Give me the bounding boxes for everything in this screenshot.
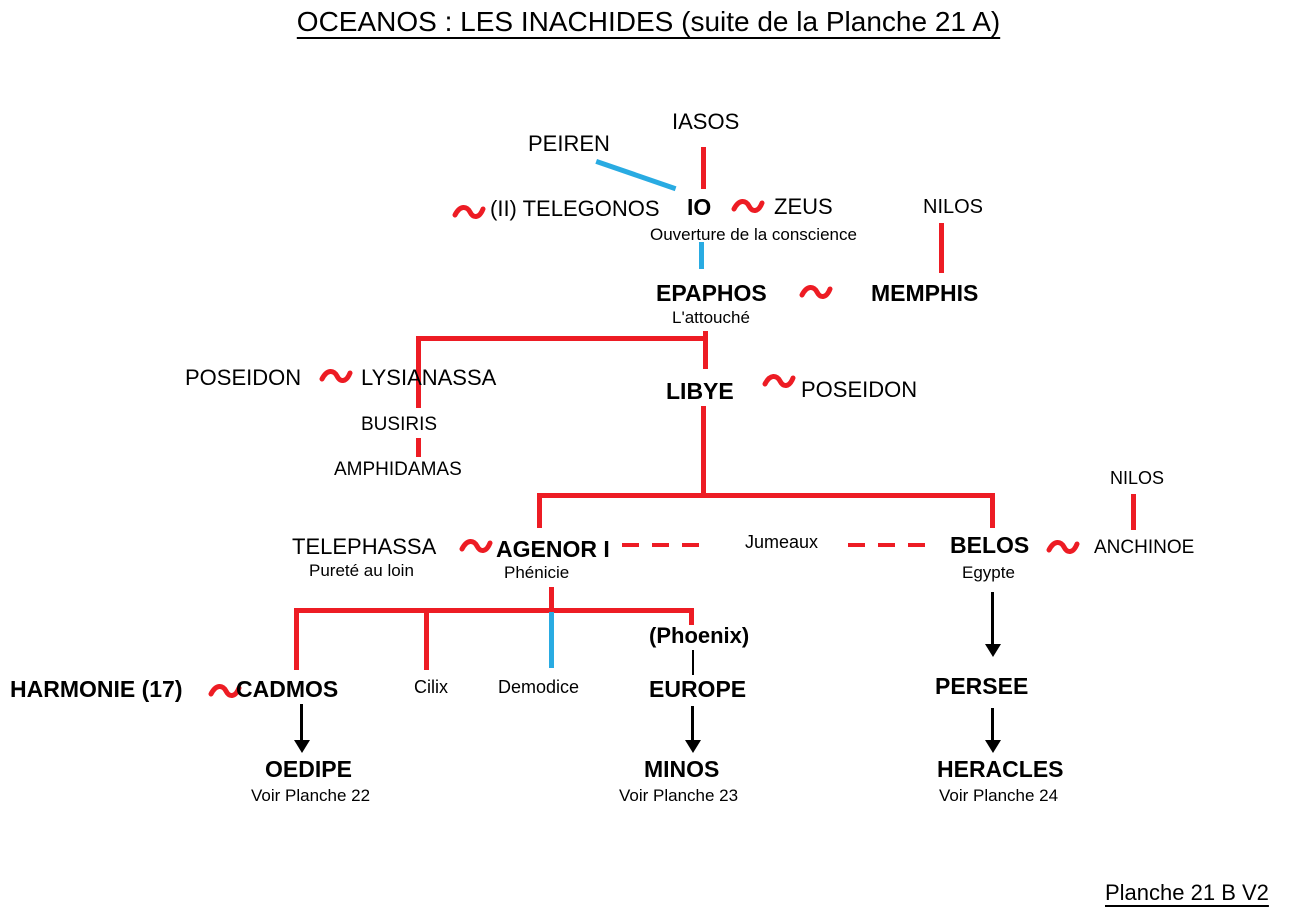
node-phoenix: (Phoenix): [649, 623, 750, 648]
node-peiren: PEIREN: [528, 131, 610, 156]
node-amphidamas: AMPHIDAMAS: [334, 459, 462, 480]
line-drop-belos: [990, 493, 995, 528]
line-agenor-down: [549, 587, 554, 612]
node-nilos-top: NILOS: [923, 196, 984, 218]
page-title: OCEANOS : LES INACHIDES (suite de la Pla…: [296, 6, 1001, 37]
line-drop-demodice: [549, 612, 554, 668]
line-nilos-memphis: [939, 223, 944, 273]
node-telephassa-subtitle: Pureté au loin: [309, 561, 414, 580]
arrow-belos-persee-head: [985, 644, 1001, 657]
node-iasos: IASOS: [672, 109, 740, 134]
arrow-cadmos-oedipe-head: [294, 740, 310, 753]
plate-version-label: Planche 21 B V2: [1105, 880, 1269, 905]
line-drop-phoenix: [689, 608, 694, 625]
line-nilos-anchinoe: [1131, 494, 1136, 530]
node-telegonos: (II) TELEGONOS: [490, 196, 660, 221]
union-tilde-icon: [319, 366, 353, 386]
arrow-cadmos-oedipe-line: [300, 704, 303, 740]
node-zeus: ZEUS: [774, 194, 833, 219]
node-oedipe: OEDIPE: [265, 756, 352, 782]
union-tilde-icon: [799, 282, 833, 302]
union-tilde-icon: [452, 202, 486, 222]
line-libye-down: [701, 406, 706, 497]
node-minos: MINOS: [644, 756, 720, 782]
line-generation-bar: [537, 493, 995, 498]
line-iasos-io: [701, 147, 706, 189]
node-poseidon-right: POSEIDON: [801, 377, 918, 402]
line-children-bar: [294, 608, 694, 613]
line-epaphos-down: [703, 331, 708, 369]
line-busiris-amphidamas: [416, 438, 421, 457]
line-epaphos-branch-horizontal: [416, 336, 708, 341]
dashed-twins-right: [848, 543, 925, 547]
node-epaphos-subtitle: L'attouché: [672, 308, 750, 327]
union-tilde-icon: [459, 536, 493, 556]
node-oedipe-subtitle: Voir Planche 22: [251, 786, 371, 805]
node-demodice: Demodice: [498, 677, 580, 697]
node-persee: PERSEE: [935, 673, 1029, 699]
line-drop-lysianassa: [416, 336, 421, 408]
node-agenor: AGENOR I: [496, 536, 610, 562]
union-tilde-icon: [208, 681, 242, 701]
line-peiren-io: [595, 159, 677, 192]
node-belos-subtitle: Egypte: [962, 563, 1015, 582]
node-heracles: HERACLES: [937, 756, 1064, 782]
node-cadmos: CADMOS: [236, 676, 339, 702]
line-drop-cadmos: [294, 608, 299, 670]
node-busiris: BUSIRIS: [361, 414, 438, 435]
node-anchinoe: ANCHINOE: [1094, 537, 1195, 558]
line-phoenix-europe: [692, 650, 694, 675]
line-drop-agenor: [537, 493, 542, 528]
node-heracles-subtitle: Voir Planche 24: [939, 786, 1059, 805]
node-belos: BELOS: [950, 532, 1030, 558]
union-tilde-icon: [731, 196, 765, 216]
arrow-europe-minos-line: [691, 706, 694, 740]
node-telephassa: TELEPHASSA: [292, 534, 437, 559]
node-agenor-subtitle: Phénicie: [504, 563, 570, 582]
node-memphis: MEMPHIS: [871, 280, 979, 306]
node-libye: LIBYE: [666, 378, 734, 404]
node-io: IO: [687, 194, 712, 220]
union-tilde-icon: [762, 371, 796, 391]
node-nilos-right: NILOS: [1110, 468, 1165, 488]
node-epaphos: EPAPHOS: [656, 280, 767, 306]
node-poseidon-left: POSEIDON: [185, 365, 302, 390]
node-lysianassa: LYSIANASSA: [361, 365, 497, 390]
node-io-subtitle: Ouverture de la conscience: [650, 225, 857, 244]
line-io-epaphos: [699, 242, 704, 269]
twins-label: Jumeaux: [745, 532, 819, 552]
dashed-twins-left: [622, 543, 699, 547]
arrow-belos-persee-line: [991, 592, 994, 644]
node-harmonie: HARMONIE (17): [10, 676, 183, 702]
node-minos-subtitle: Voir Planche 23: [619, 786, 739, 805]
line-drop-cilix: [424, 608, 429, 670]
union-tilde-icon: [1046, 537, 1080, 557]
arrow-persee-heracles-line: [991, 708, 994, 740]
arrow-europe-minos-head: [685, 740, 701, 753]
node-europe: EUROPE: [649, 676, 747, 702]
node-cilix: Cilix: [414, 677, 448, 697]
arrow-persee-heracles-head: [985, 740, 1001, 753]
